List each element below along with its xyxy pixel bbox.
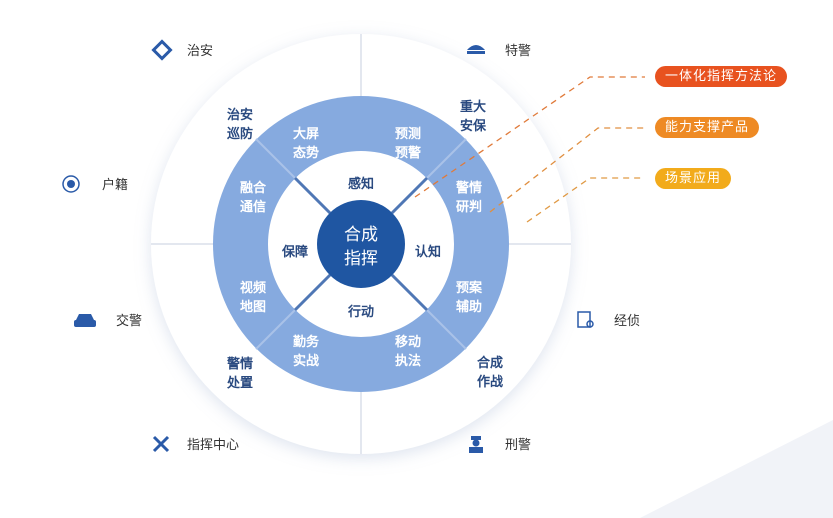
domain-label: 特警 [505, 43, 531, 59]
ring-labels: 大屏 态势 预测 预警 警情 研判 预案 辅助 移动 执法 勤务 实战 视频 地… [240, 126, 483, 369]
inner-label-perception: 感知 [348, 176, 374, 192]
ring-label: 预案 [456, 280, 483, 296]
ring-label: 警情 [456, 180, 482, 196]
ring-label: 移动 [395, 334, 421, 350]
police-cap-icon [467, 45, 485, 54]
ring-dividers [255, 138, 467, 350]
legend-methodology: 一体化指挥方法论 [655, 66, 788, 87]
background-shape [640, 420, 833, 518]
domain-label: 指挥中心 [187, 438, 239, 453]
center-label: 指挥 [344, 249, 378, 269]
leader-line [526, 177, 645, 223]
leader-line [489, 127, 645, 213]
ring-label: 视频 [240, 280, 266, 296]
domain-label: 经侦 [614, 314, 640, 329]
ring-label: 勤务 [293, 334, 320, 350]
center-label: 合成 [344, 225, 378, 245]
domain-label: 户籍 [102, 177, 128, 193]
diamond-icon [151, 39, 173, 61]
ring-label: 通信 [240, 199, 266, 215]
domain-label: 刑警 [505, 437, 531, 453]
car-icon [74, 314, 96, 327]
ring-label: 执法 [395, 353, 421, 369]
scenario-label: 巡防 [227, 126, 253, 142]
scenario-label: 安保 [460, 118, 487, 134]
ring-label: 辅助 [456, 299, 482, 315]
domain-special-police: 特警 [467, 43, 531, 59]
domain-label: 交警 [116, 313, 142, 329]
scenario-label: 作战 [477, 374, 503, 390]
ring-label: 预测 [395, 126, 421, 142]
ring-label: 大屏 [293, 126, 319, 142]
legend-scenarios: 场景应用 [655, 168, 732, 189]
ring-label: 预警 [395, 145, 421, 161]
target-icon [62, 175, 80, 193]
ring-label: 研判 [456, 199, 482, 215]
officer-icon [469, 436, 483, 453]
legend-leader-lines [414, 76, 645, 223]
inner-label-cognition: 认知 [415, 244, 441, 260]
inner-label-action: 行动 [347, 304, 374, 320]
domain-criminal: 刑警 [469, 436, 531, 453]
scenario-labels: 治安 巡防 重大 安保 合成 作战 警情 处置 [226, 99, 503, 391]
document-search-icon [577, 311, 594, 328]
ring-label: 态势 [293, 145, 319, 161]
scenario-label: 重大 [460, 99, 486, 115]
scenario-label: 治安 [227, 107, 253, 123]
domain-public-security: 治安 [151, 39, 213, 61]
domain-traffic: 交警 [74, 313, 142, 329]
domain-label: 治安 [187, 44, 213, 59]
center-circle [317, 200, 405, 288]
domain-command-center: 指挥中心 [152, 435, 239, 453]
domain-economic: 经侦 [577, 311, 640, 329]
scenario-label: 警情 [227, 356, 253, 372]
scenario-label: 处置 [226, 375, 253, 391]
leader-line [414, 76, 645, 198]
ring-label: 实战 [293, 353, 319, 369]
ring-label: 融合 [240, 180, 267, 196]
ring-label: 地图 [240, 299, 266, 315]
scenario-label: 合成 [477, 355, 503, 371]
domain-household: 户籍 [62, 175, 128, 193]
inner-label-support: 保障 [281, 244, 308, 260]
command-x-icon [152, 435, 170, 453]
inner-dividers [293, 176, 429, 312]
legend-products: 能力支撑产品 [655, 117, 760, 138]
